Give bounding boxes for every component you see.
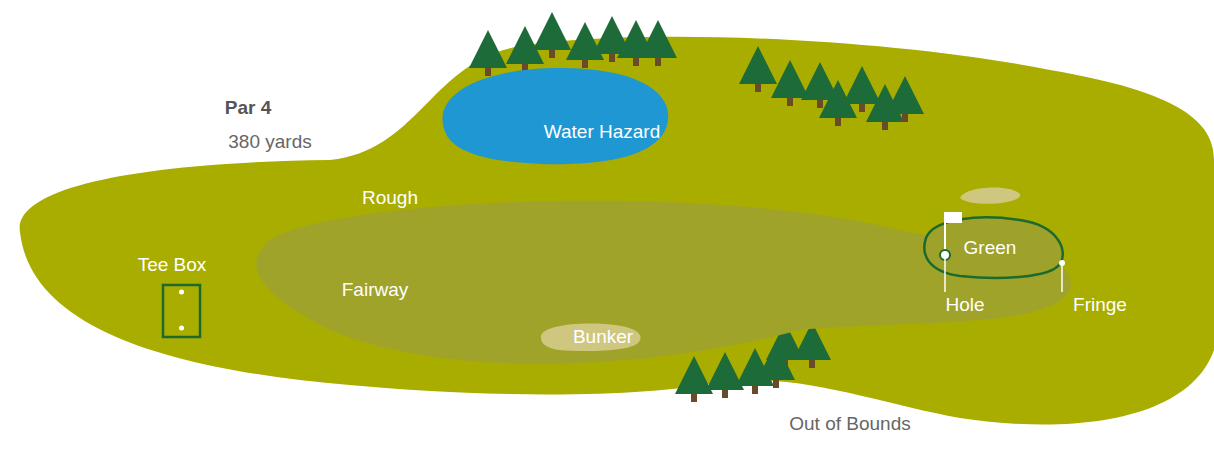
course-label: Rough [362,187,418,209]
course-area: Green [920,212,1068,284]
fringe-dot [1059,260,1065,266]
area-label: Water Hazard [544,121,661,143]
course-label: Fringe [1073,294,1127,316]
area-label: Fairway [342,279,409,301]
leader-line [1061,264,1063,292]
area-label: Tee Box [138,254,207,276]
course-area: Bunker [535,320,647,354]
course-area: Water Hazard [432,64,674,168]
area-shape [432,64,674,168]
course-label: Par 4 [225,97,271,119]
leader-line [944,258,946,292]
area-label: Green [964,237,1017,259]
area-label: Bunker [573,326,633,348]
tree-cluster [739,46,924,130]
green-side-bunker [960,188,1020,204]
course-area: Tee Box [132,252,212,344]
course-label: 380 yards [228,131,311,153]
tree-cluster [469,12,677,76]
course-area: FairwayBunker [240,180,1085,385]
rough-ground [20,37,1214,425]
course-label: Hole [945,294,984,316]
course-label: Out of Bounds [789,413,910,435]
